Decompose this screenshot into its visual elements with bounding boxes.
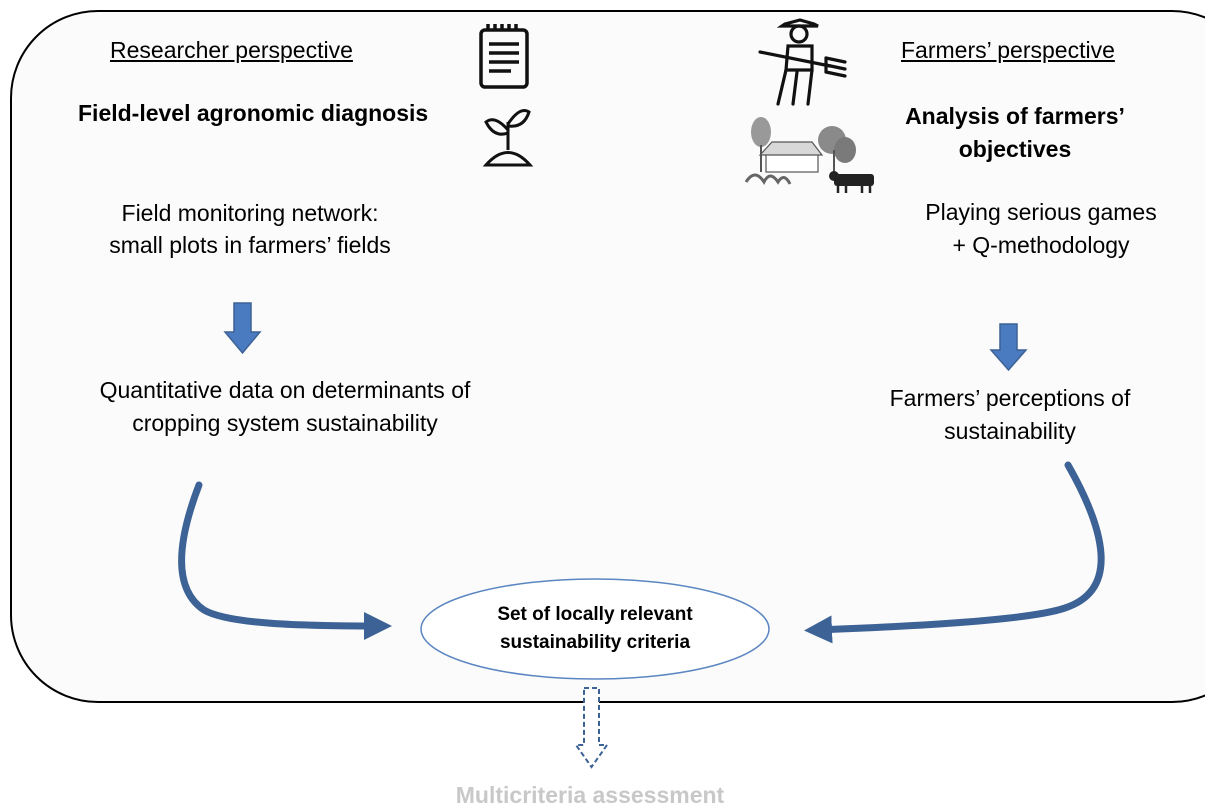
dashed-down-arrow (574, 687, 609, 769)
farmers-output-line1: Farmers’ perceptions of (889, 385, 1131, 411)
researcher-method-line2: small plots in farmers’ fields (109, 232, 391, 258)
farmers-method-title-line1: Analysis of farmers’ (905, 103, 1125, 129)
farmers-heading: Farmers’ perspective (901, 37, 1115, 63)
farm-scene-icon (744, 117, 874, 193)
farmers-method-title-line2: objectives (958, 136, 1072, 162)
right-down-arrow (989, 323, 1028, 372)
researcher-output-line2: cropping system sustainability (132, 410, 438, 436)
researcher-method-line1: Field monitoring network: (121, 200, 379, 226)
researcher-output-line1: Quantitative data on determinants of (99, 377, 471, 403)
criteria-ellipse (420, 578, 770, 680)
researcher-heading: Researcher perspective (110, 37, 353, 63)
left-down-arrow (223, 302, 262, 355)
farmers-output-line2: sustainability (944, 418, 1076, 444)
criteria-line2: sustainability criteria (499, 632, 691, 653)
seedling-icon (482, 109, 534, 167)
researcher-method-title: Field-level agronomic diagnosis (78, 100, 429, 126)
notepad-icon (479, 24, 529, 89)
farmers-method-line2: + Q-methodology (952, 232, 1130, 258)
multicriteria-label: Multicriteria assessment (455, 782, 725, 808)
criteria-line1: Set of locally relevant (497, 604, 693, 625)
left-curved-arrow (178, 481, 392, 640)
farmer-with-pitchfork-icon (758, 18, 847, 106)
right-curved-arrow (804, 461, 1105, 644)
farmers-method-line1: Playing serious games (925, 199, 1157, 225)
